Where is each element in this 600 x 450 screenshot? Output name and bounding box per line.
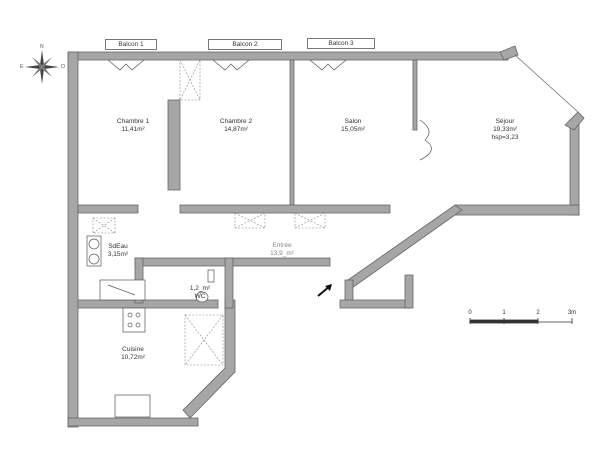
room-sejour: Séjour 19,33m² hsp=3,23: [492, 118, 519, 142]
scale-tick-2: 2: [536, 310, 540, 316]
room-area: 3,15m²: [107, 251, 129, 258]
room-wc: 1,2_m² WC: [190, 285, 210, 301]
room-entree: Entrée 13,9_m²: [270, 242, 294, 258]
room-area: 11,41m²: [121, 126, 145, 133]
room-name: Salon: [344, 118, 362, 125]
scale-tick-0: 0: [468, 310, 472, 316]
room-name: SdEau: [108, 243, 128, 250]
room-area: 19,33m²: [493, 126, 517, 133]
balcony-2-label: Balcon 2: [208, 39, 282, 50]
room-area: 1,2_m²: [189, 285, 211, 292]
room-chambre-2: Chambre 2 14,87m²: [220, 118, 252, 134]
room-area: 15,05m²: [341, 126, 365, 133]
compass-west-label: E: [20, 64, 24, 70]
compass-rose-icon: [25, 50, 59, 84]
room-area: 10,72m²: [121, 354, 145, 361]
room-name: Cuisine: [122, 346, 144, 353]
scale-tick-1: 1: [502, 310, 506, 316]
entry-arrow-icon: [317, 284, 332, 297]
room-area: 14,87m²: [224, 126, 248, 133]
room-name: Chambre 1: [116, 118, 150, 125]
room-sdeau: SdEau 3,15m²: [108, 243, 128, 259]
room-ceiling-height: hsp=3,23: [491, 134, 519, 141]
scale-tick-3: 3m: [567, 310, 577, 316]
room-salon: Salon 15,05m²: [341, 118, 365, 134]
room-cuisine: Cuisine 10,72m²: [121, 346, 145, 362]
room-name: Séjour: [495, 118, 515, 125]
room-chambre-1: Chambre 1 11,41m²: [117, 118, 149, 134]
windows: [107, 54, 579, 161]
balcony-1-label: Balcon 1: [105, 39, 157, 50]
fixtures: [86, 235, 215, 418]
balcony-3-label: Balcon 3: [307, 38, 375, 49]
room-name: Chambre 2: [219, 118, 253, 125]
room-area: 13,9_m²: [270, 250, 294, 257]
room-name: Entrée: [272, 242, 292, 249]
compass-north-label: N: [40, 44, 44, 50]
compass-east-label: O: [61, 64, 65, 70]
room-name: WC: [194, 293, 206, 300]
closets: [92, 59, 326, 366]
walls: [67, 45, 585, 428]
scale-bar: [469, 318, 573, 324]
